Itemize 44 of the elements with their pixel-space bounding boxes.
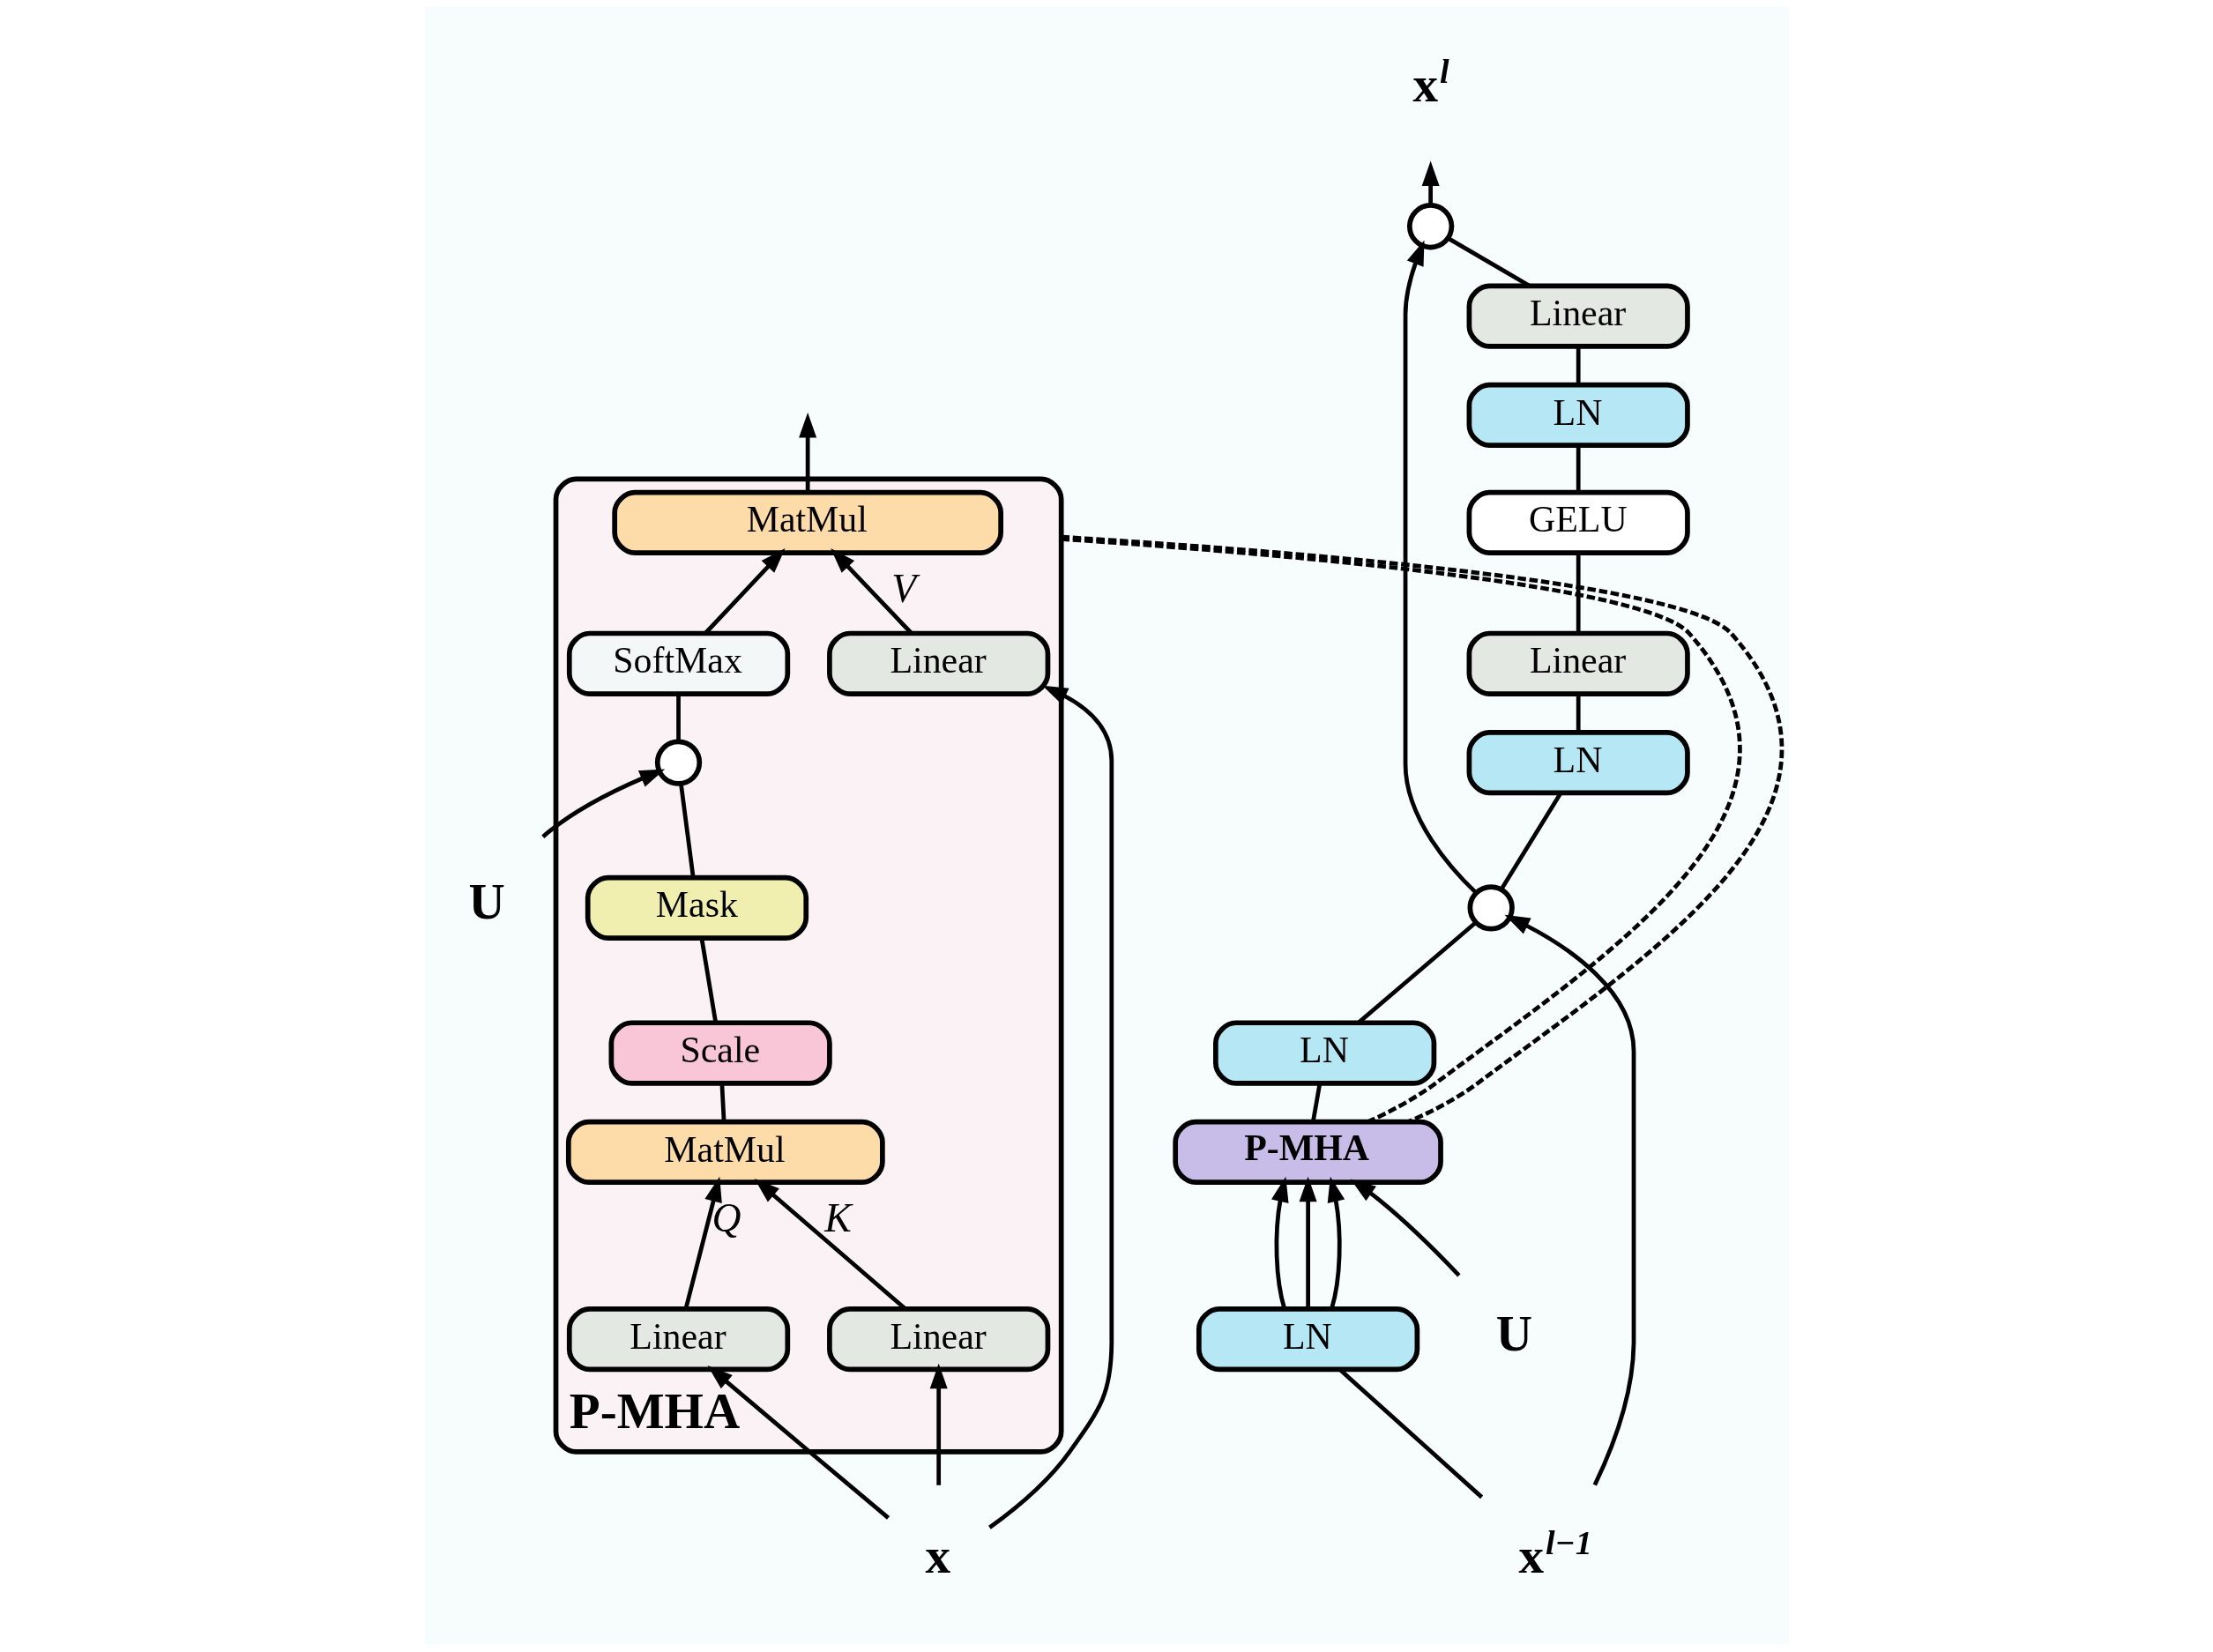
arrow	[987, 685, 1114, 1529]
node-box: Linear	[1466, 630, 1690, 696]
node-box: LN	[1196, 1306, 1419, 1373]
arrow	[798, 412, 816, 493]
node-box: Linear	[826, 1306, 1050, 1373]
node-box: LN	[1466, 730, 1690, 796]
arrow	[1504, 914, 1636, 1486]
node-box: MatMul	[611, 489, 1003, 555]
connector	[1576, 553, 1581, 633]
arrow	[1350, 1179, 1461, 1277]
node-box: LN	[1466, 382, 1690, 449]
arrow	[540, 769, 665, 838]
arrow	[1403, 240, 1478, 895]
connector	[1576, 694, 1581, 733]
node-box: Mask	[585, 874, 808, 941]
arrow	[706, 1366, 890, 1520]
edge-label: K	[823, 1194, 852, 1240]
node-box: LN	[1212, 1020, 1436, 1086]
node-box: P-MHA	[1172, 1119, 1443, 1185]
node-box: Linear	[1466, 283, 1690, 349]
connector	[1576, 346, 1581, 385]
connector	[1310, 1083, 1322, 1122]
node-box: SoftMax	[566, 630, 790, 696]
node-text: x	[924, 1527, 950, 1583]
node-box: MatMul	[565, 1119, 885, 1185]
arrow	[929, 1363, 948, 1485]
connector	[678, 783, 696, 878]
arrow	[1299, 1176, 1317, 1309]
node-circle	[654, 739, 702, 786]
connector	[675, 694, 681, 742]
node-box: Linear	[826, 630, 1050, 696]
node-text: U	[468, 874, 505, 930]
node-box: GELU	[1466, 489, 1690, 555]
connector	[1576, 445, 1581, 493]
node-circle	[1406, 203, 1454, 250]
connector	[719, 1083, 726, 1122]
node-circle	[1467, 884, 1515, 932]
edge-label: Q	[712, 1194, 741, 1240]
node-box: Linear	[566, 1306, 790, 1373]
node-text: x$^{l−1}$	[1518, 1523, 1592, 1583]
node-text: U	[1495, 1305, 1532, 1361]
node-text: x$^{l}$	[1412, 52, 1449, 112]
arrow	[1421, 160, 1440, 205]
node-box: Scale	[608, 1020, 832, 1086]
